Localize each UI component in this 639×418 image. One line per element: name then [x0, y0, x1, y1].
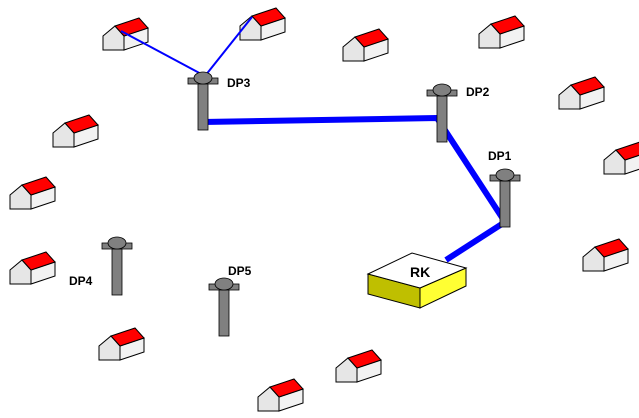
house-icon [558, 76, 605, 110]
house-icon [9, 176, 56, 210]
distribution-pole-icon [208, 277, 240, 337]
house-icon [478, 15, 525, 49]
pole-dp3: DP3 [187, 71, 251, 131]
pole-label: DP2 [466, 85, 490, 99]
distribution-pole-icon [489, 168, 521, 228]
pole-dp4: DP4 [69, 236, 133, 296]
pole-dp2: DP2 [426, 83, 490, 143]
distribution-pole-icon [101, 236, 133, 296]
house-icon [603, 141, 639, 175]
cabinet-top [366, 252, 468, 289]
cabinet-rk: RK [366, 252, 468, 309]
house-icon [582, 238, 629, 272]
pole-label: DP5 [228, 264, 252, 278]
cable-main [202, 115, 508, 263]
houses [9, 7, 639, 412]
house-icon [257, 378, 304, 412]
house-icon [335, 349, 382, 383]
pole-label: DP1 [488, 149, 512, 163]
house-icon [342, 28, 389, 62]
pole-label: DP4 [69, 274, 93, 288]
house-icon [52, 114, 99, 148]
pole-dp1: DP1 [488, 149, 521, 228]
cable-branch-left [120, 30, 206, 77]
house-icon [98, 327, 145, 361]
cable-branch-right [204, 16, 253, 77]
pole-dp5: DP5 [208, 264, 252, 337]
distribution-pole-icon [426, 83, 458, 143]
cabinet-label: RK [410, 264, 430, 280]
cables [120, 16, 508, 263]
house-icon [9, 251, 56, 285]
pole-label: DP3 [227, 76, 251, 90]
